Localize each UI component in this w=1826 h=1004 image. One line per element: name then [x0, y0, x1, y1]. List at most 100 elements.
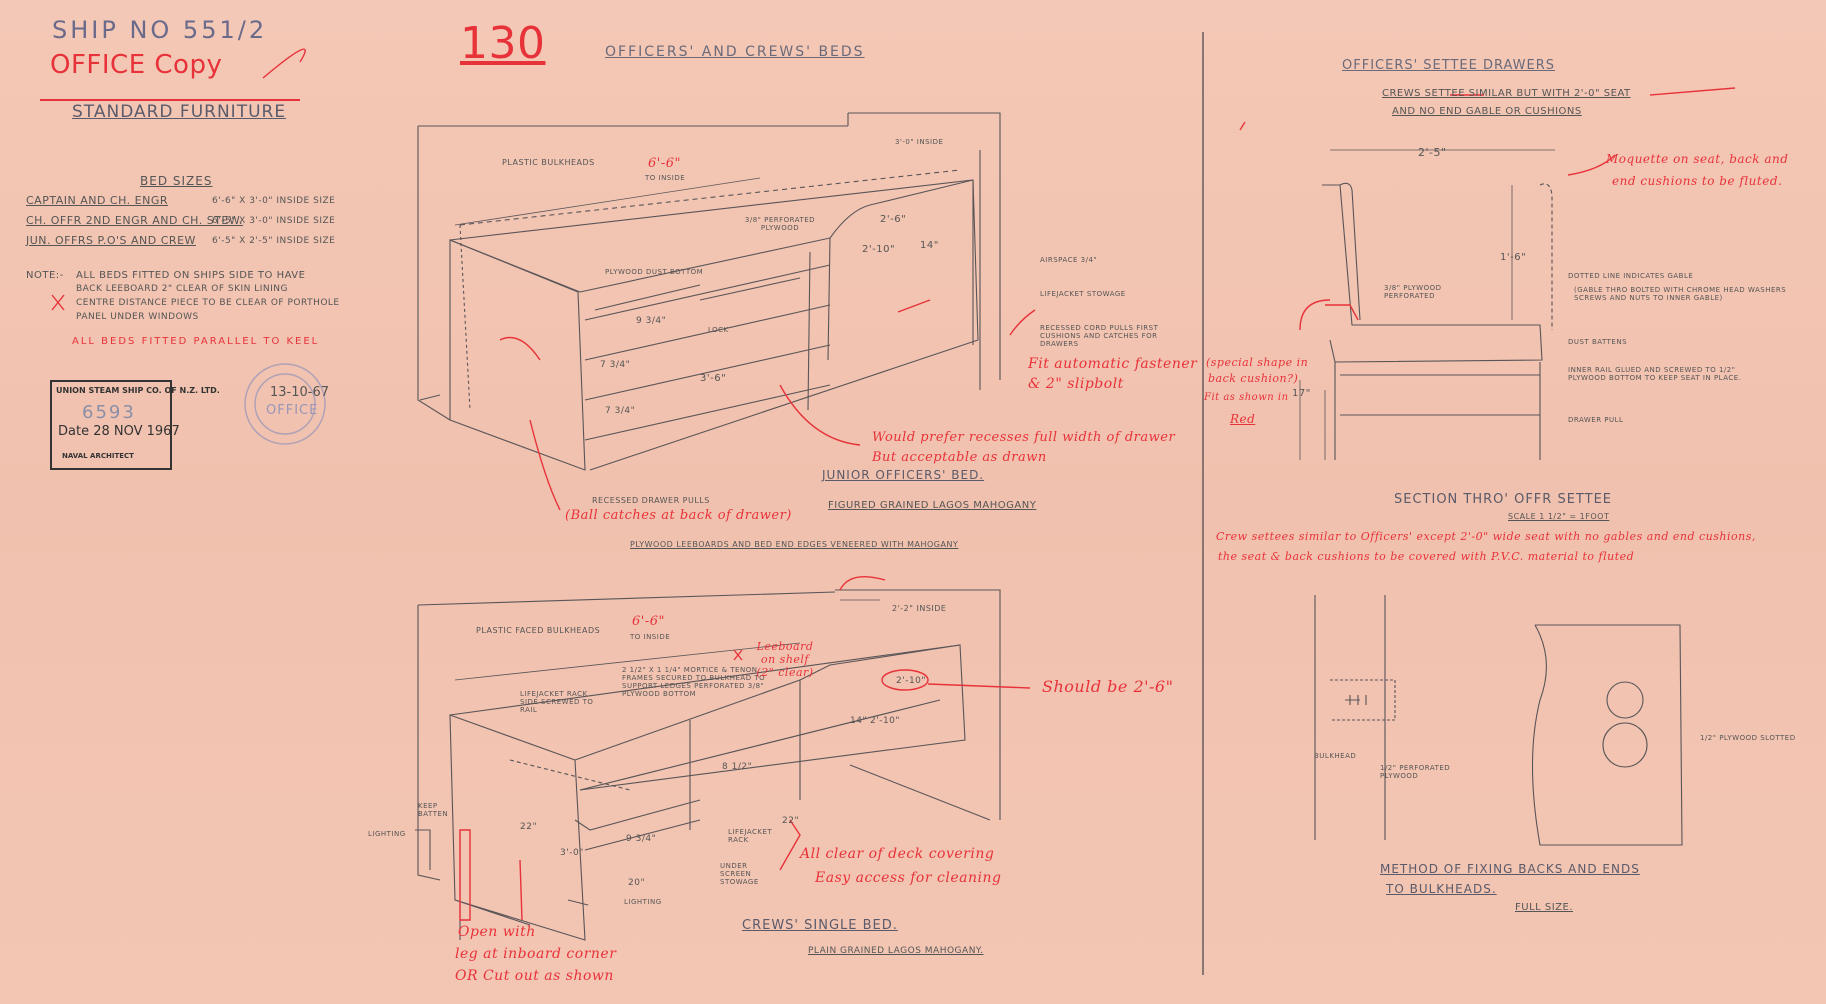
gable-bolting-label: (GABLE THRO BOLTED WITH CHROME HEAD WASH… [1574, 286, 1787, 302]
crews-material: PLAIN GRAINED LAGOS MAHOGANY. [808, 946, 984, 956]
lifejacket-rack-label: LIFEJACKET RACK [728, 828, 773, 844]
junior-material: FIGURED GRAINED LAGOS MAHOGANY [828, 500, 1037, 511]
stamp-date: Date 28 NOV 1967 [58, 424, 180, 439]
red-note: (Ball catches at back of drawer) [565, 508, 792, 523]
bed-size-row-value: 6'-5" x 2'-5" INSIDE SIZE [212, 236, 336, 246]
section-thro-settee-title: SECTION THRO' OFFR SETTEE [1394, 492, 1612, 507]
airspace-label: AIRSPACE 3/4" [1040, 256, 1098, 264]
junior-length-inside: TO INSIDE [645, 174, 686, 182]
bed-size-row-label: CH. OFFR 2ND ENGR AND CH. STEW. [26, 214, 243, 227]
lock-label: LOCK [708, 326, 729, 334]
red-note: Fit automatic fastener [1028, 356, 1198, 372]
plywood-veneer-note: PLYWOOD LEEBOARDS AND BED END EDGES VENE… [630, 540, 959, 549]
stamp-number: 6593 [82, 402, 136, 423]
round-stamp-text: OFFICE [266, 403, 319, 418]
red-note: But acceptable as drawn [872, 450, 1047, 465]
lifejacket-rack-side-label: LIFEJACKET RACK SIDE SCREWED TO RAIL [520, 690, 594, 714]
note-line: PANEL UNDER WINDOWS [76, 312, 199, 322]
received-date: 13-10-67 [270, 385, 330, 400]
crews-dim-3: 14" [850, 716, 868, 726]
crews-dim-7: 3'-0" [560, 848, 584, 858]
crews-dim-1: 2'-10" [896, 676, 927, 686]
crews-bulkheads-label: PLASTIC FACED BULKHEADS [476, 626, 601, 635]
naval-architect-stamp: UNION STEAM SHIP CO. OF N.Z. LTD. 6593 D… [50, 380, 220, 470]
red-note: back cushion?) [1208, 372, 1299, 385]
crews-dim-5: 22" [520, 822, 538, 832]
perforated-plywood-label: 3/8" PERFORATED PLYWOOD [744, 216, 816, 232]
red-note: Open with [458, 924, 536, 940]
red-note: Fit as shown in [1204, 392, 1289, 403]
note-label: NOTE:- [26, 270, 64, 281]
junior-length-dimension: 6'-6" [648, 156, 681, 171]
junior-dim-2: 2'-10" [862, 244, 896, 255]
keep-batten-label: KEEP BATTEN [418, 802, 449, 818]
red-note: Leeboard on shelf (2" clear) [756, 640, 814, 679]
stamp-department: NAVAL ARCHITECT [62, 452, 134, 460]
red-note: (special shape in [1206, 356, 1309, 369]
stamp-company: UNION STEAM SHIP CO. OF N.Z. LTD. [56, 386, 220, 395]
settee-subtitle: CREWS SETTEE SIMILAR BUT WITH 2'-0" SEAT [1382, 88, 1631, 99]
crews-dim-8: 20" [628, 878, 646, 888]
method-scale: FULL SIZE. [1515, 902, 1574, 913]
settee-subtitle: AND NO END GABLE OR CUSHIONS [1392, 106, 1582, 117]
lighting-label: LIGHTING [624, 898, 662, 906]
red-note: All clear of deck covering [800, 846, 995, 862]
red-note: OR Cut out as shown [455, 968, 614, 984]
dotted-line-label: DOTTED LINE INDICATES GABLE [1568, 272, 1694, 280]
cord-pulls-label: RECESSED CORD PULLS FIRST CUSHIONS AND C… [1040, 324, 1159, 348]
junior-dim-6: 7 3/4" [600, 360, 631, 370]
note-line: CENTRE DISTANCE PIECE TO BE CLEAR OF POR… [76, 298, 340, 308]
settee-section-title: OFFICERS' SETTEE DRAWERS [1342, 58, 1556, 73]
settee-scale: SCALE 1 1/2" = 1FOOT [1508, 512, 1610, 521]
drawer-pull-label: DRAWER PULL [1568, 416, 1624, 424]
under-screen-stowage-label: UNDER SCREEN STOWAGE [720, 862, 759, 886]
junior-dim-7: 7 3/4" [605, 406, 636, 416]
settee-plywood-label: 3/8" PLYWOOD PERFORATED [1384, 284, 1442, 300]
junior-dim-3: 14" [920, 240, 939, 251]
junior-dim-4: 3'-6" [700, 373, 727, 384]
dust-bottom-label: PLYWOOD DUST BOTTOM [605, 268, 704, 276]
ship-number: SHIP No 551/2 [52, 16, 268, 44]
crew-settee-note: Crew settees similar to Officers' except… [1216, 530, 1756, 543]
method-title: METHOD OF FIXING BACKS AND ENDS [1380, 862, 1640, 876]
crews-dim-2: 2'-10" [870, 716, 901, 726]
slotted-plywood-label: 1/2" PLYWOOD SLOTTED [1700, 734, 1796, 742]
lighting-label: LIGHTING [368, 830, 406, 838]
red-note: Easy access for cleaning [815, 870, 1002, 886]
bed-size-row-label: CAPTAIN AND CH. ENGR [26, 194, 169, 207]
method-title: TO BULKHEADS. [1386, 882, 1497, 896]
standard-furniture-heading: STANDARD FURNITURE [72, 102, 287, 122]
office-copy-label: OFFICE Copy [50, 50, 223, 80]
junior-inside-dimension: 3'-0" INSIDE [895, 138, 944, 146]
junior-dim-1: 2'-6" [880, 214, 907, 225]
note-line: ALL BEDS FITTED ON SHIPS SIDE TO HAVE [76, 270, 306, 281]
crews-dim-6: 9 3/4" [626, 834, 657, 844]
junior-bed-title: JUNIOR OFFICERS' BED. [822, 468, 985, 482]
red-note: end cushions to be fluted. [1612, 174, 1783, 188]
crew-settee-note: the seat & back cushions to be covered w… [1218, 550, 1635, 563]
bulkhead-label: BULKHEAD [1314, 752, 1357, 760]
crews-dim-9: 22" [782, 816, 800, 826]
dust-battens-label: DUST BATTENS [1568, 338, 1628, 346]
crews-inside-dimension: 2'-2" INSIDE [892, 604, 947, 613]
settee-seat-height: 17" [1292, 388, 1311, 399]
lifejacket-stowage-label: LIFEJACKET STOWAGE [1040, 290, 1126, 298]
red-note: Moquette on seat, back and [1606, 152, 1789, 166]
inner-rail-label: INNER RAIL GLUED AND SCREWED TO 1/2" PLY… [1568, 366, 1742, 382]
bed-size-row-label: JUN. OFFRS P.O'S AND CREW [26, 234, 196, 247]
method-perforated-label: 1/2" PERFORATED PLYWOOD [1380, 764, 1451, 780]
crews-length-dimension: 6'-6" [632, 614, 665, 629]
recessed-pulls-label: RECESSED DRAWER PULLS [592, 496, 710, 505]
mortice-note: 2 1/2" x 1 1/4" MORTICE & TENON FRAMES S… [622, 666, 766, 698]
red-note: Would prefer recesses full width of draw… [872, 430, 1176, 445]
junior-dim-5: 9 3/4" [636, 316, 667, 326]
settee-height: 1'-6" [1500, 252, 1527, 263]
crews-dim-4: 8 1/2" [722, 762, 753, 772]
red-note: Should be 2'-6" [1042, 677, 1174, 696]
crews-bed-title: CREWS' SINGLE BED. [742, 918, 898, 933]
parallel-to-keel-note: ALL BEDS FITTED PARALLEL TO KEEL [72, 336, 320, 347]
beds-section-title: OFFICERS' AND CREWS' BEDS [605, 44, 865, 60]
drawing-number: 130 [460, 18, 546, 69]
